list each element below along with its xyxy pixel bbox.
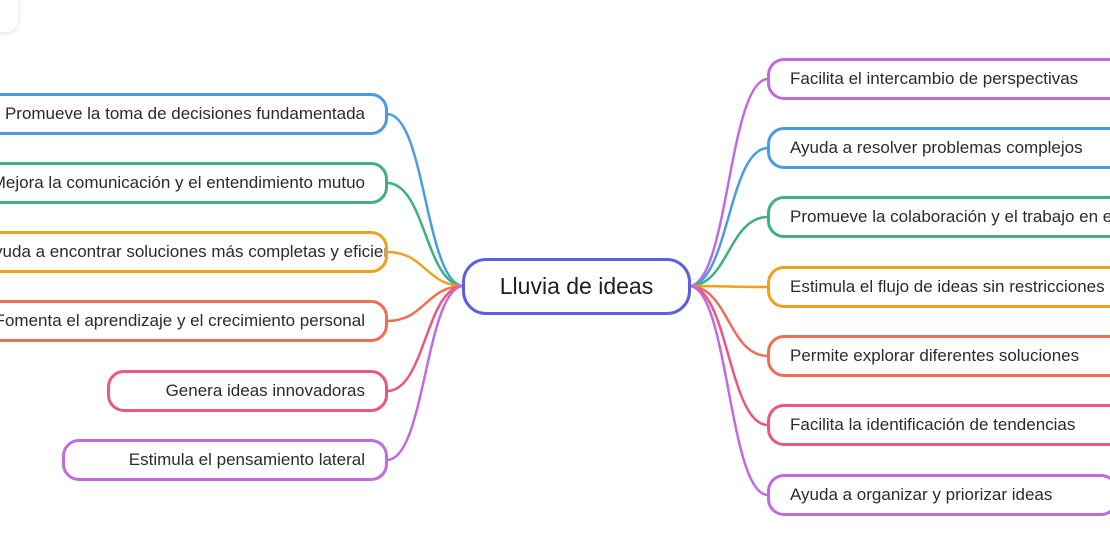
right-branch-node-1[interactable]: Facilita el intercambio de perspectivas [767,58,1110,100]
left-branch-node-1[interactable]: Promueve la toma de decisiones fundament… [0,93,388,135]
left-branch-node-2[interactable]: Mejora la comunicación y el entendimient… [0,162,388,204]
left-branch-node-6[interactable]: Estimula el pensamiento lateral [62,439,388,481]
left-branch-node-3[interactable]: Ayuda a encontrar soluciones más complet… [0,231,388,273]
left-branch-node-4[interactable]: Fomenta el aprendizaje y el crecimiento … [0,300,388,342]
corner-card [0,0,18,32]
right-branch-node-5[interactable]: Permite explorar diferentes soluciones [767,335,1110,377]
left-branch-node-5[interactable]: Genera ideas innovadoras [107,370,388,412]
right-branch-node-6[interactable]: Facilita la identificación de tendencias [767,404,1110,446]
right-branch-node-3[interactable]: Promueve la colaboración y el trabajo en… [767,196,1110,238]
root-node[interactable]: Lluvia de ideas [462,258,691,315]
right-connector-1 [687,77,770,288]
right-connector-6 [687,284,770,427]
right-branch-node-7[interactable]: Ayuda a organizar y priorizar ideas [767,474,1110,516]
right-branch-node-4[interactable]: Estimula el flujo de ideas sin restricci… [767,266,1110,308]
right-connector-2 [687,146,770,288]
left-connector-3 [385,250,466,288]
left-connector-5 [385,284,466,393]
right-connector-5 [687,284,770,358]
right-connector-4 [687,284,770,289]
right-branch-node-2[interactable]: Ayuda a resolver problemas complejos [767,127,1110,169]
right-connector-3 [687,215,770,288]
left-connector-6 [385,284,466,462]
right-connector-7 [687,284,770,497]
left-connector-4 [385,284,466,323]
left-connector-2 [385,181,466,288]
left-connector-1 [385,112,466,288]
